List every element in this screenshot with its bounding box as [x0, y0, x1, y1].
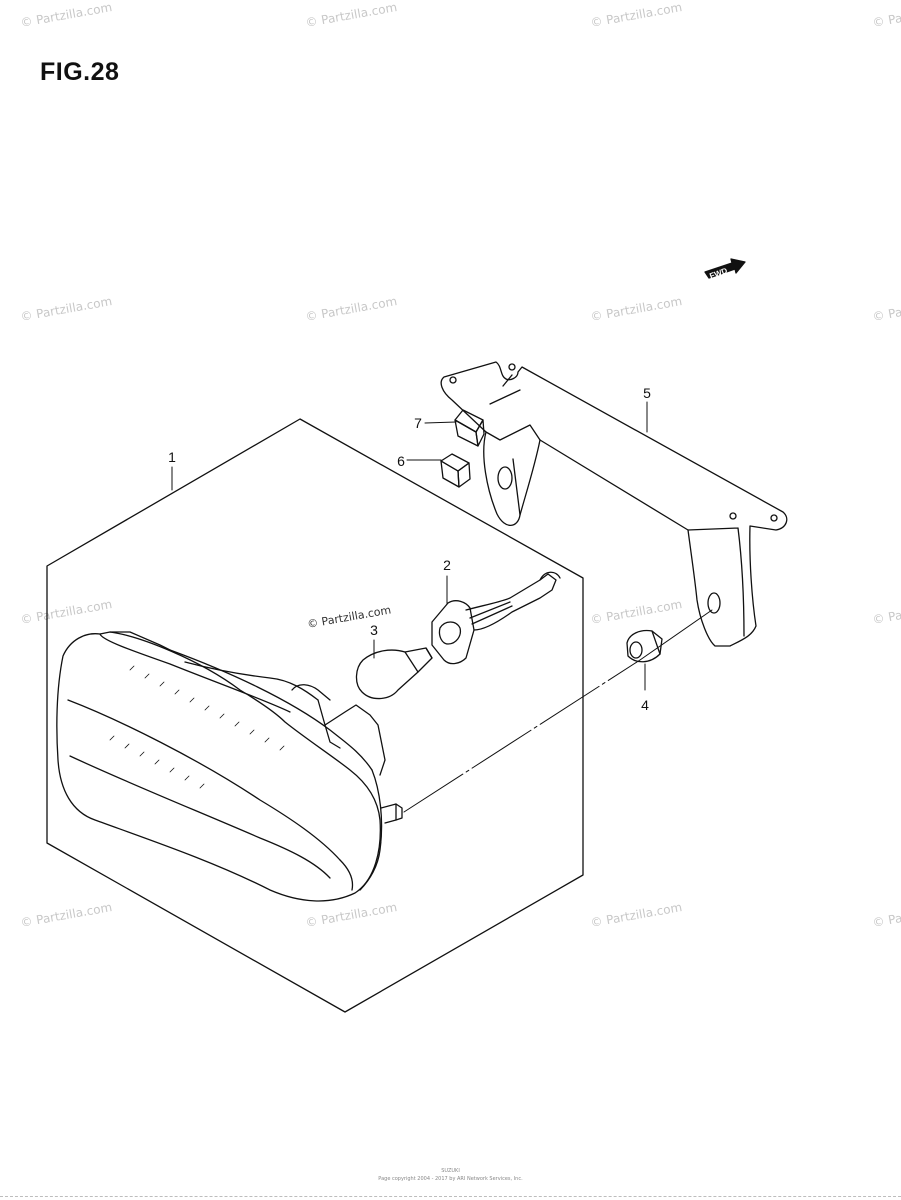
fwd-arrow-label: FWD [708, 266, 728, 281]
bulb [355, 647, 433, 700]
callout-1: 1 [168, 449, 176, 465]
figure-title: FIG.28 [40, 58, 120, 86]
inline-watermark: © Partzilla.com [306, 603, 392, 631]
footer-copyright: Page copyright 2004 - 2017 by ARI Networ… [378, 1176, 523, 1182]
bracket [440, 361, 788, 647]
callout-6: 6 [397, 453, 405, 469]
footer-logo: SUZUKI [441, 1168, 460, 1174]
fwd-arrow-icon [704, 258, 746, 279]
bottom-divider [0, 1196, 901, 1197]
callout-5: 5 [643, 385, 651, 401]
callout-4: 4 [641, 697, 649, 713]
taillight-housing [56, 631, 403, 902]
grommet [626, 629, 663, 663]
cushion-6 [440, 453, 471, 488]
cushion-7 [454, 409, 485, 447]
socket-and-harness [431, 571, 561, 665]
callout-7: 7 [414, 415, 422, 431]
callout-3: 3 [370, 622, 378, 638]
assembly-outline [46, 418, 584, 1013]
callout-2: 2 [443, 557, 451, 573]
